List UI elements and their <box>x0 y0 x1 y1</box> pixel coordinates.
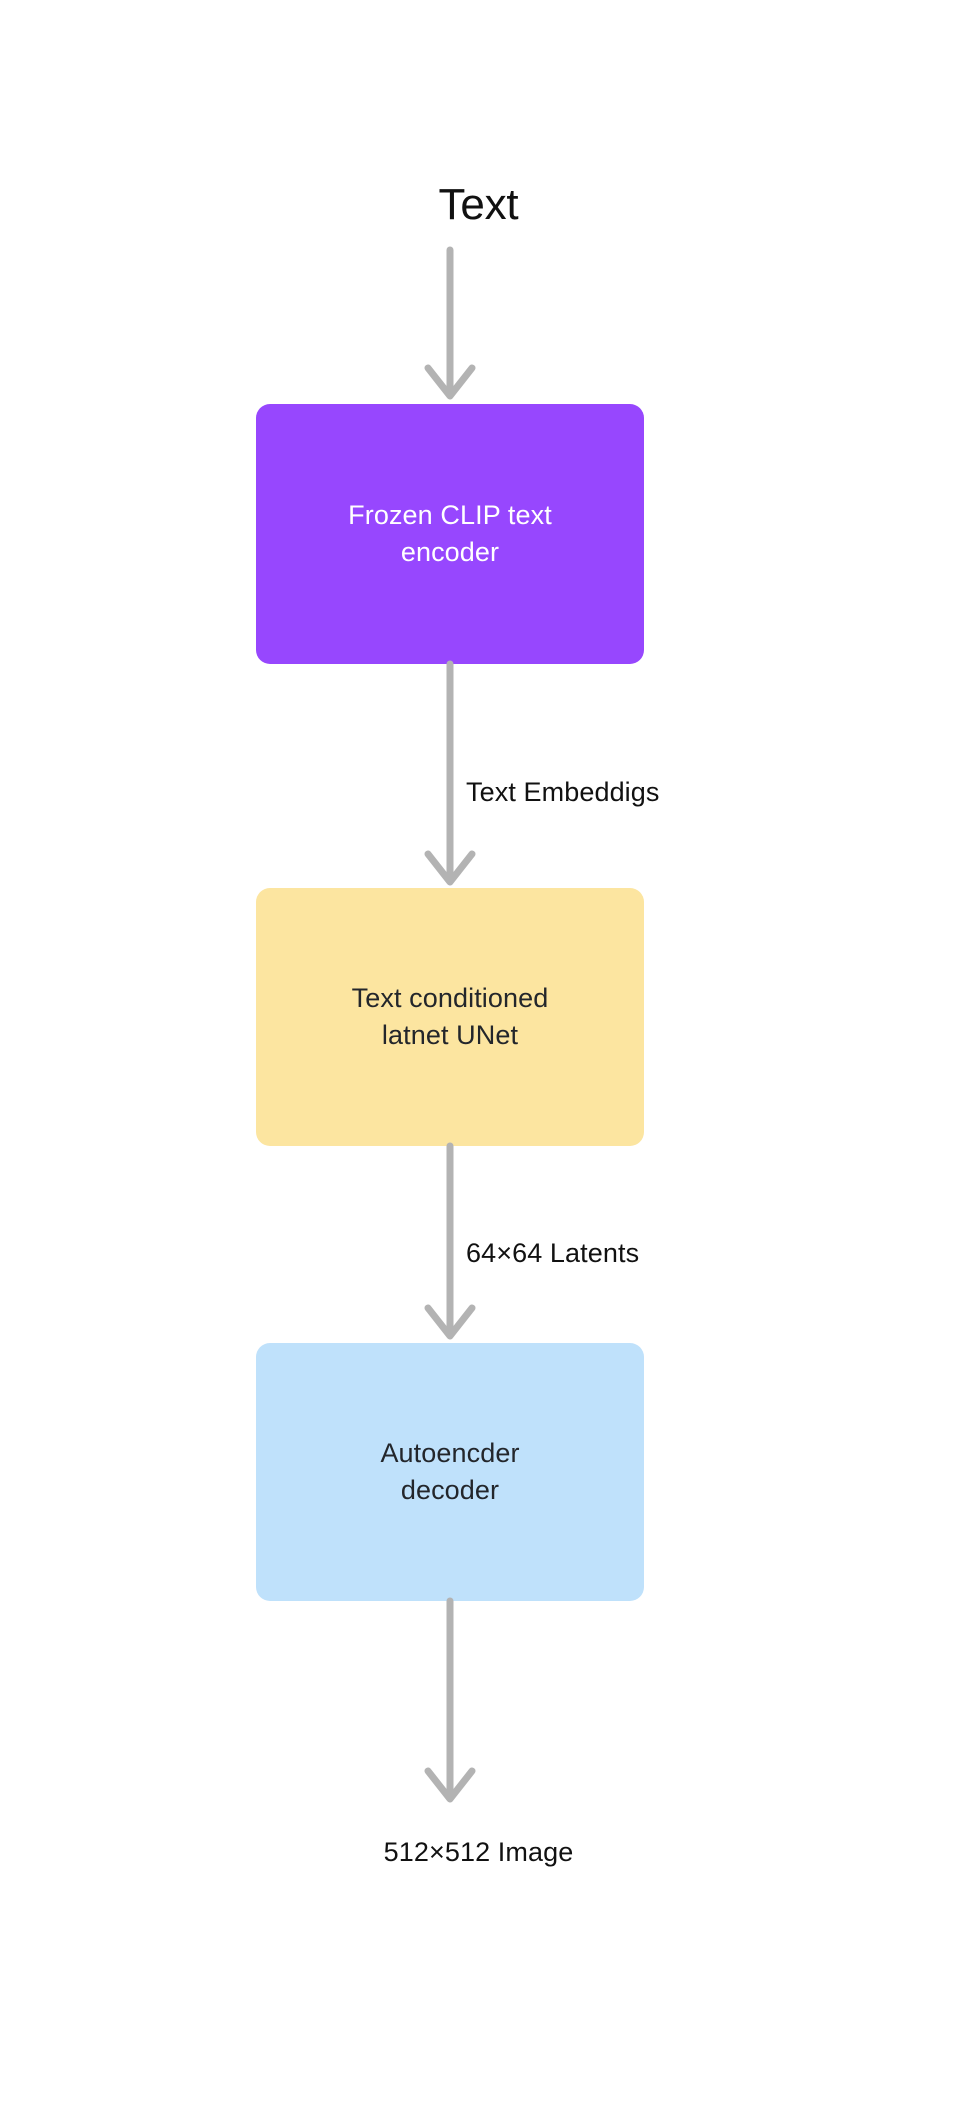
edge-label-latents: 64×64 Latents <box>466 1238 640 1268</box>
input-label-text: Text <box>438 180 519 229</box>
edge-label-text-embeddings: Text Embeddigs <box>466 777 660 807</box>
arrow-text-to-clip <box>0 246 957 406</box>
node-latent-unet-label: Text conditioned latnet UNet <box>351 983 549 1050</box>
node-clip-text-encoder-label: Frozen CLIP text encoder <box>348 500 552 567</box>
arrow-decoder-to-image <box>0 1597 957 1811</box>
node-clip-text-encoder[interactable]: Frozen CLIP text encoder <box>256 404 644 664</box>
output-label-image: 512×512 Image <box>383 1837 574 1867</box>
node-autoencoder-decoder[interactable]: Autoencder decoder <box>256 1343 644 1601</box>
node-autoencoder-decoder-label: Autoencder decoder <box>380 1438 520 1505</box>
node-latent-unet[interactable]: Text conditioned latnet UNet <box>256 888 644 1146</box>
